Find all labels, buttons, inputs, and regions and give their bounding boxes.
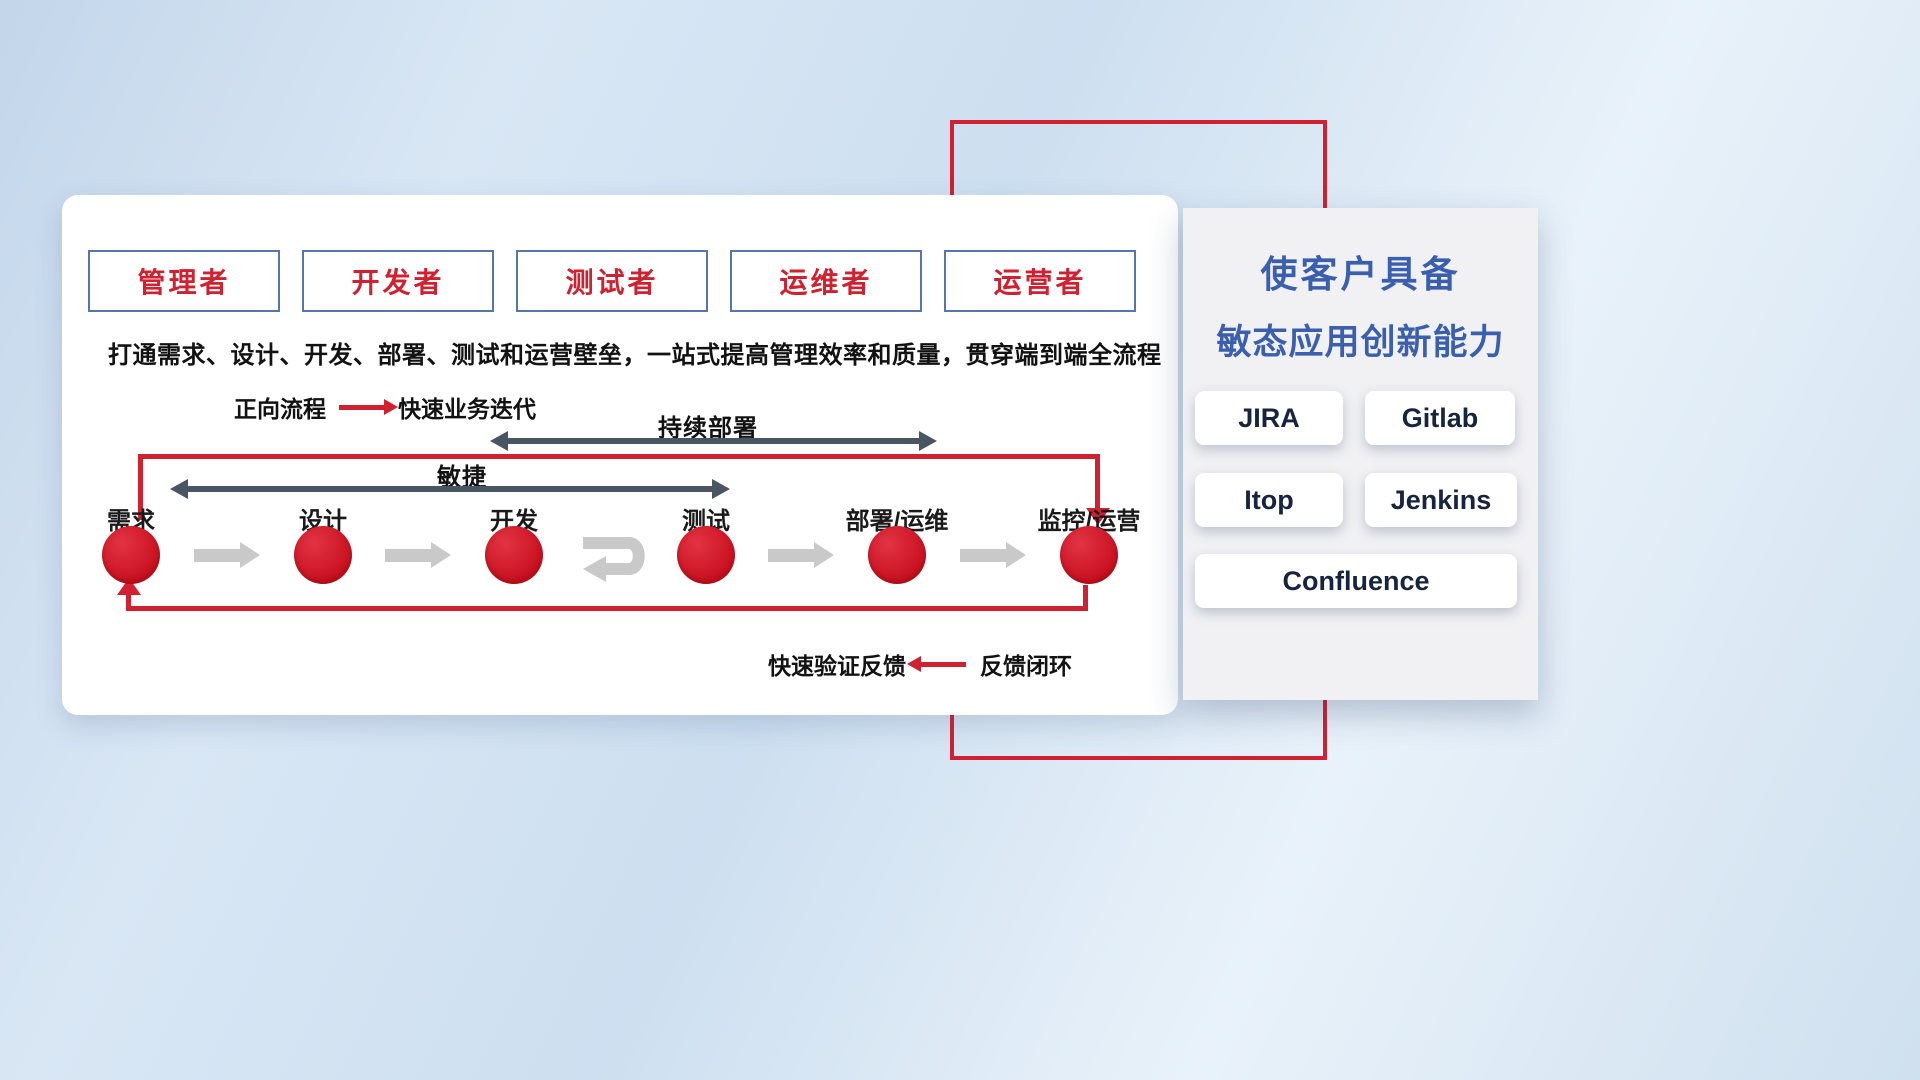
tool-badge-gitlab: Gitlab: [1365, 391, 1515, 445]
role-box-operator: 运营者: [944, 250, 1136, 312]
role-box-ops: 运维者: [730, 250, 922, 312]
role-box-manager: 管理者: [88, 250, 280, 312]
feedback-loop-line-left: [126, 594, 131, 607]
flow-arrow-icon: [768, 542, 834, 568]
forward-flow-label: 正向流程: [234, 396, 326, 422]
tool-badge-confluence: Confluence: [1195, 554, 1517, 608]
devops-flow-card: 管理者 开发者 测试者 运维者 运营者 打通需求、设计、开发、部署、测试和运营壁…: [62, 195, 1178, 715]
continuous-deployment-label: 持续部署: [658, 415, 758, 442]
tool-badge-itop: Itop: [1195, 473, 1343, 527]
forward-arrow-icon: [339, 398, 398, 415]
feedback-loop-line-bottom: [126, 606, 1088, 611]
flow-arrow-icon: [960, 542, 1026, 568]
node-circle-design: [294, 526, 352, 584]
node-circle-deploy-ops: [868, 526, 926, 584]
tool-badge-jira: JIRA: [1195, 391, 1343, 445]
flow-arrow-icon: [194, 542, 260, 568]
node-circle-monitor-ops: [1060, 526, 1118, 584]
role-box-tester: 测试者: [516, 250, 708, 312]
forward-loop-line-right: [1095, 454, 1100, 510]
forward-flow-desc: 快速业务迭代: [398, 396, 536, 422]
capability-panel: 使客户具备 敏态应用创新能力 JIRA Gitlab Itop Jenkins …: [1183, 208, 1538, 700]
iteration-loop-icon: [583, 537, 645, 582]
forward-loop-line-left: [138, 454, 143, 520]
role-row: 管理者 开发者 测试者 运维者 运营者: [88, 250, 1136, 312]
forward-loop-line-top: [138, 454, 1100, 459]
node-circle-requirements: [102, 526, 160, 584]
panel-title-line1: 使客户具备: [1260, 254, 1461, 295]
forward-flow-legend: 正向流程 快速业务迭代: [234, 390, 536, 424]
continuous-deployment-arrow: [490, 431, 937, 451]
feedback-arrow-icon: [907, 655, 966, 672]
feedback-desc: 快速验证反馈: [768, 653, 906, 679]
node-circle-development: [485, 526, 543, 584]
feedback-label: 反馈闭环: [980, 653, 1072, 679]
agile-arrow: [170, 479, 730, 499]
panel-title-line2: 敏态应用创新能力: [1216, 323, 1505, 362]
feedback-loop-line-right: [1083, 585, 1088, 611]
feedback-legend: 快速验证反馈 反馈闭环: [768, 647, 1072, 681]
forward-loop-arrowhead: [1086, 508, 1110, 525]
flow-arrow-icon: [385, 542, 451, 568]
card-subtitle: 打通需求、设计、开发、部署、测试和运营壁垒，一站式提高管理效率和质量，贯穿端到端…: [108, 342, 1162, 369]
role-box-developer: 开发者: [302, 250, 494, 312]
tool-badge-jenkins: Jenkins: [1365, 473, 1517, 527]
node-circle-testing: [677, 526, 735, 584]
